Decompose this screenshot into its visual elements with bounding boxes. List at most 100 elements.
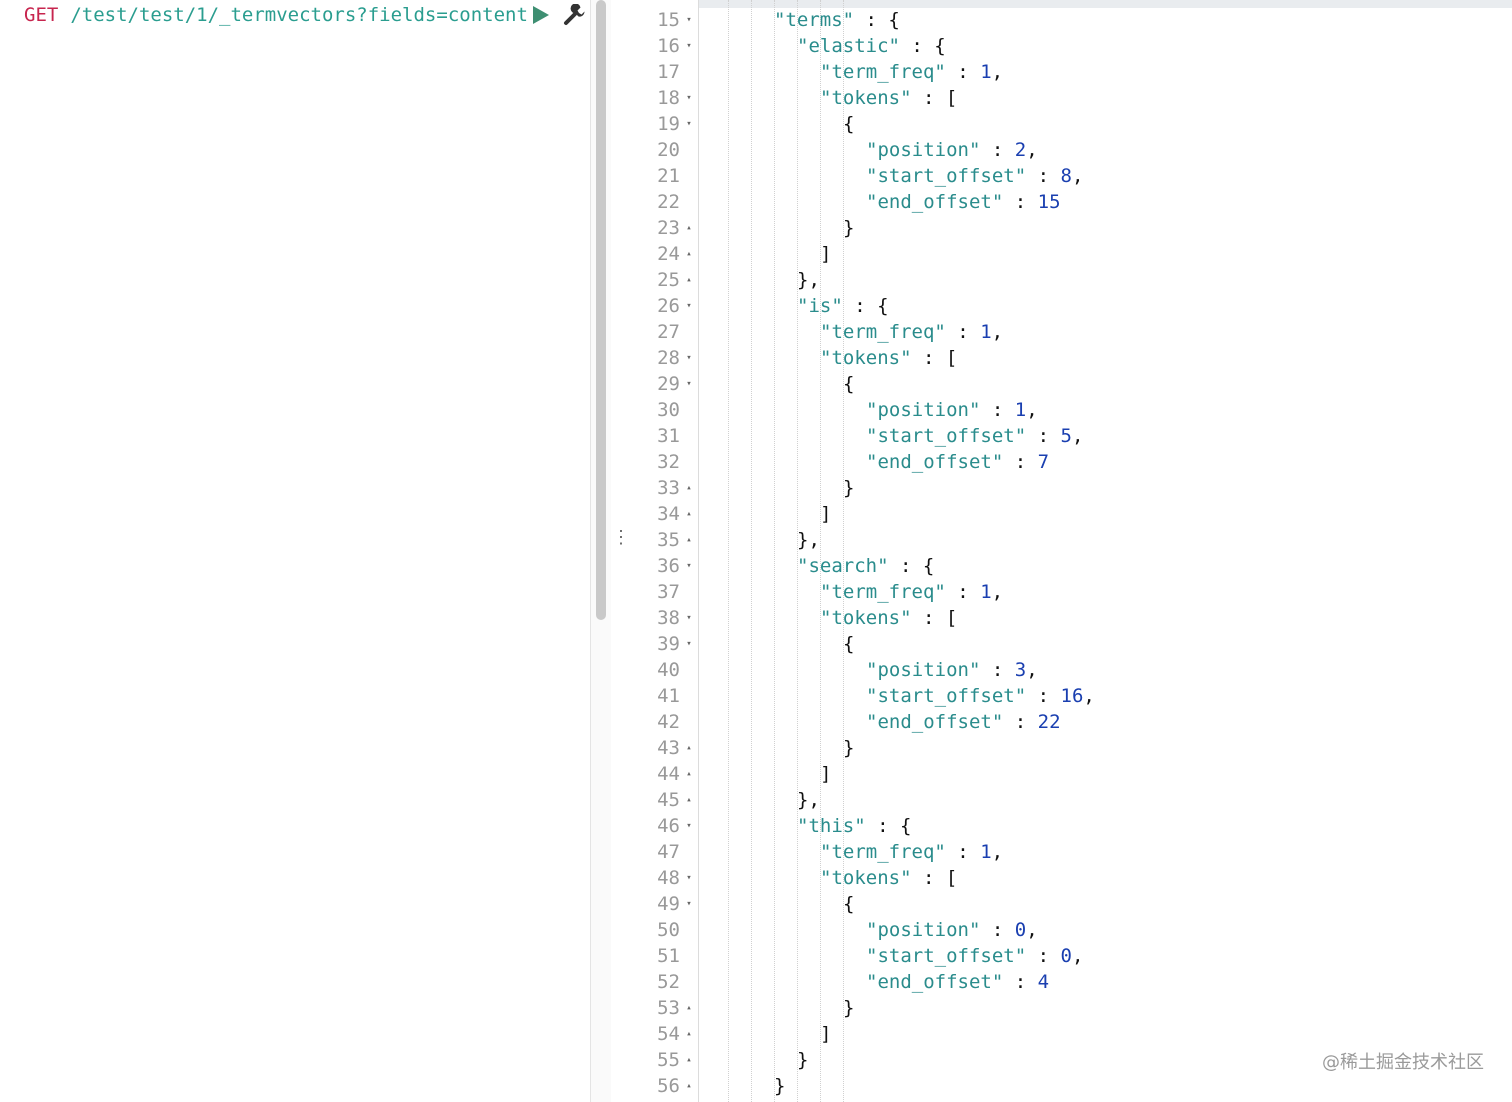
fold-collapse-icon[interactable]: ▾ [686, 821, 692, 831]
line-number: 32 [657, 451, 680, 473]
fold-expand-icon[interactable]: ▴ [686, 743, 692, 753]
code-text: { [843, 371, 854, 397]
code-text: ] [820, 1021, 831, 1047]
play-icon[interactable] [533, 6, 549, 24]
indent-guide [774, 0, 775, 1102]
json-number: 22 [1037, 711, 1061, 733]
pane-resize-handle[interactable]: ⋮ [612, 527, 630, 548]
request-path: /test/test/1/_termvectors?fields=content [70, 4, 528, 26]
code-line: 48▾"tokens" : [ [628, 865, 1512, 891]
fold-collapse-icon[interactable]: ▾ [686, 873, 692, 883]
json-punctuation: { [843, 893, 855, 915]
json-punctuation: { [843, 633, 855, 655]
code-line: 32 "end_offset" : 7 [628, 449, 1512, 475]
watermark: @稀土掘金技术社区 [1322, 1052, 1484, 1073]
fold-expand-icon[interactable]: ▴ [686, 223, 692, 233]
request-line[interactable]: GET/test/test/1/_termvectors?fields=cont… [24, 2, 528, 28]
fold-expand-icon[interactable]: ▴ [686, 535, 692, 545]
json-punctuation: : [980, 659, 1015, 681]
json-punctuation: : [1026, 425, 1061, 447]
line-number: 40 [657, 659, 680, 681]
fold-expand-icon[interactable]: ▴ [686, 1003, 692, 1013]
scrollbar-thumb[interactable] [596, 0, 606, 620]
json-punctuation: , [1026, 659, 1038, 681]
fold-collapse-icon[interactable]: ▾ [686, 301, 692, 311]
code-text: "term_freq" : 1, [820, 581, 1004, 603]
code-text: ] [820, 241, 831, 267]
response-viewer[interactable]: 15▾"terms" : {16▾"elastic" : {17"term_fr… [628, 0, 1512, 1102]
fold-collapse-icon[interactable]: ▾ [686, 119, 692, 129]
line-number: 50 [657, 919, 680, 941]
json-punctuation: : [1026, 685, 1061, 707]
code-text: "position" : 2, [866, 139, 1038, 161]
line-number: 47 [657, 841, 680, 863]
line-number: 41 [657, 685, 680, 707]
json-punctuation: : { [899, 35, 946, 57]
code-line: 36▾"search" : { [628, 553, 1512, 579]
fold-collapse-icon[interactable]: ▾ [686, 379, 692, 389]
code-text: "term_freq" : 1, [820, 841, 1004, 863]
json-key: term_freq [831, 321, 935, 343]
fold-expand-icon[interactable]: ▴ [686, 509, 692, 519]
fold-expand-icon[interactable]: ▴ [686, 1055, 692, 1065]
code-text: "tokens" : [ [820, 87, 958, 109]
fold-expand-icon[interactable]: ▴ [686, 275, 692, 285]
json-key: search [808, 555, 878, 577]
request-scrollbar[interactable] [590, 0, 611, 1102]
json-key: term_freq [831, 581, 935, 603]
json-key: start_offset [877, 425, 1015, 447]
json-key: tokens [831, 347, 901, 369]
code-line: 28▾"tokens" : [ [628, 345, 1512, 371]
json-punctuation: ] [820, 503, 832, 525]
code-text: "end_offset" : 7 [866, 451, 1050, 473]
fold-expand-icon[interactable]: ▴ [686, 795, 692, 805]
fold-collapse-icon[interactable]: ▾ [686, 639, 692, 649]
json-key: position [877, 139, 969, 161]
json-number: 1 [980, 61, 992, 83]
json-punctuation: : { [842, 295, 889, 317]
code-line: 31"start_offset" : 5, [628, 423, 1512, 449]
code-line: 38▾"tokens" : [ [628, 605, 1512, 631]
fold-collapse-icon[interactable]: ▾ [686, 561, 692, 571]
fold-collapse-icon[interactable]: ▾ [686, 15, 692, 25]
fold-collapse-icon[interactable]: ▾ [686, 353, 692, 363]
fold-expand-icon[interactable]: ▴ [686, 1081, 692, 1091]
code-line: 15▾"terms" : { [628, 7, 1512, 33]
json-key: term_freq [831, 841, 935, 863]
code-line: 42"end_offset" : 22 [628, 709, 1512, 735]
line-number: 29 [657, 373, 680, 395]
code-line: 18▾"tokens" : [ [628, 85, 1512, 111]
line-number: 20 [657, 139, 680, 161]
json-punctuation: : [945, 61, 981, 83]
line-number: 56 [657, 1075, 680, 1097]
line-number: 55 [657, 1049, 680, 1071]
fold-collapse-icon[interactable]: ▾ [686, 899, 692, 909]
json-punctuation: : [1003, 971, 1038, 993]
code-line: 43▴} [628, 735, 1512, 761]
request-editor[interactable]: GET/test/test/1/_termvectors?fields=cont… [0, 0, 590, 1102]
fold-expand-icon[interactable]: ▴ [686, 769, 692, 779]
line-number: 24 [657, 243, 680, 265]
json-punctuation: : [1003, 451, 1038, 473]
http-method: GET [24, 4, 59, 26]
line-number: 16 [657, 35, 680, 57]
json-key: position [877, 919, 969, 941]
json-punctuation: { [843, 373, 855, 395]
fold-collapse-icon[interactable]: ▾ [686, 41, 692, 51]
code-text: }, [797, 267, 820, 293]
code-line: 24 ▴] [628, 241, 1512, 267]
json-punctuation: } [843, 477, 855, 499]
fold-expand-icon[interactable]: ▴ [686, 249, 692, 259]
json-number: 3 [1014, 659, 1027, 681]
code-text: "position" : 1, [866, 399, 1038, 421]
code-text: ] [820, 501, 831, 527]
code-text: "tokens" : [ [820, 607, 958, 629]
fold-collapse-icon[interactable]: ▾ [686, 93, 692, 103]
line-number: 28 [657, 347, 680, 369]
code-line: 25▴}, [628, 267, 1512, 293]
fold-collapse-icon[interactable]: ▾ [686, 613, 692, 623]
fold-expand-icon[interactable]: ▴ [686, 483, 692, 493]
fold-expand-icon[interactable]: ▴ [686, 1029, 692, 1039]
wrench-icon[interactable] [562, 3, 586, 26]
json-punctuation: : [ [911, 87, 958, 109]
